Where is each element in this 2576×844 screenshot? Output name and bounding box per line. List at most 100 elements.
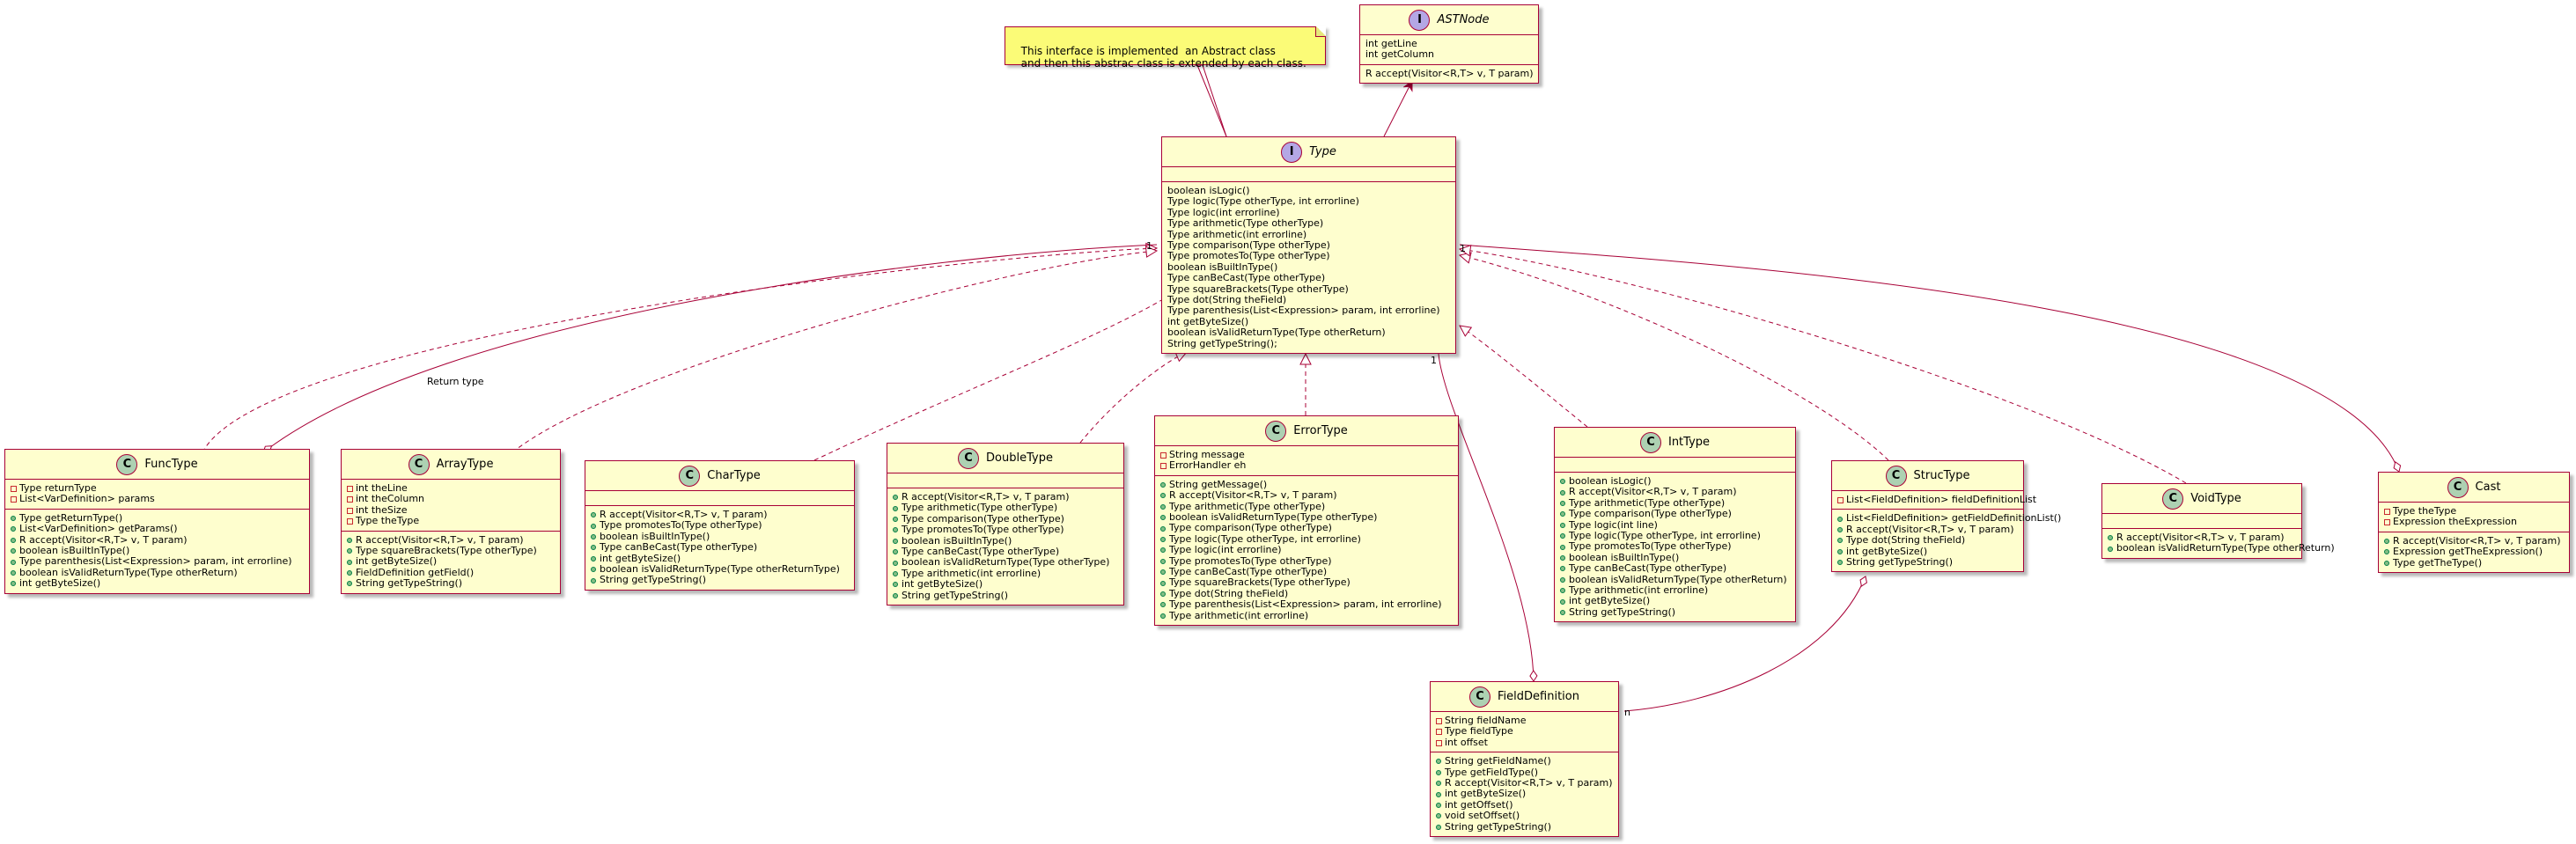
member-text: Expression getTheExpression() [2393, 546, 2543, 558]
member-text: Type arithmetic(Type otherType) [1167, 217, 1324, 230]
class-methods: List<FieldDefinition> getFieldDefinition… [1832, 510, 2061, 571]
class-method: boolean isBuiltInType() [11, 545, 304, 556]
public-visibility-icon [1160, 581, 1169, 586]
member-text: boolean isBuiltInType() [1167, 261, 1278, 273]
public-visibility-icon [347, 581, 356, 586]
public-visibility-icon [1560, 511, 1569, 517]
class-method: boolean isValidReturnType(Type otherRetu… [591, 563, 849, 575]
multiplicity-cast: 1 [1460, 243, 1466, 254]
class-methods: String getMessage()R accept(Visitor<R,T>… [1155, 476, 1458, 625]
class-method: Type comparison(Type otherType) [1167, 239, 1450, 251]
class-field: int theColumn [347, 493, 555, 504]
class-method: R accept(Visitor<R,T> v, T param) [1837, 524, 2018, 535]
class-badge-icon: C [1639, 431, 1661, 453]
class-fields [2102, 514, 2301, 529]
member-text: Type comparison(Type otherType) [1569, 508, 1732, 520]
class-method: int getByteSize() [893, 578, 1118, 590]
member-text: int getByteSize() [19, 577, 101, 590]
member-text: Type returnType [19, 482, 97, 494]
class-method: Type logic(Type otherType, int errorline… [1167, 195, 1450, 208]
fielddefinition-type-link [1438, 353, 1538, 682]
interface-badge-icon: I [1409, 9, 1431, 31]
class-fields: List<FieldDefinition> fieldDefinitionLis… [1832, 491, 2036, 510]
member-text: String getTypeString(); [1167, 337, 1277, 349]
class-method: boolean isLogic() [1167, 185, 1450, 196]
class-method: Type comparison(Type otherType) [893, 512, 1118, 525]
class-method: Type logic(int errorline) [1167, 206, 1450, 218]
public-visibility-icon [1560, 555, 1569, 561]
return-type-label: Return type [427, 376, 484, 387]
public-visibility-icon [893, 549, 902, 554]
class-method: Type dot(String theField) [1837, 534, 2018, 546]
member-text: R accept(Visitor<R,T> v, T param) [1169, 489, 1337, 502]
member-text: boolean isBuiltInType() [1569, 551, 1680, 563]
class-method: int getByteSize() [11, 577, 304, 590]
public-visibility-icon [893, 593, 902, 598]
class-method: R accept(Visitor<R,T> v, T param) [1365, 68, 1534, 79]
public-visibility-icon [1560, 479, 1569, 484]
member-text: Type logic(Type otherType, int errorline… [1167, 195, 1359, 208]
private-visibility-icon [1436, 718, 1445, 724]
class-method: Type logic(Type otherType, int errorline… [1560, 530, 1790, 541]
class-field: Type fieldType [1436, 725, 1613, 737]
public-visibility-icon [1436, 759, 1445, 764]
class-method: boolean isValidReturnType(Type otherType… [893, 557, 1118, 569]
member-text: int getByteSize() [1846, 545, 1928, 557]
class-method: boolean isValidReturnType(Type otherRetu… [1560, 574, 1790, 585]
multiplicity-fieldtype: 1 [1431, 355, 1437, 366]
public-visibility-icon [893, 571, 902, 576]
public-visibility-icon [1837, 549, 1846, 554]
class-method: String getMessage() [1160, 478, 1453, 490]
class-field: String message [1160, 449, 1453, 460]
class-method: boolean isValidReturnType(Type otherRetu… [1167, 327, 1450, 338]
member-text: String getMessage() [1169, 478, 1268, 490]
member-text: Type logic(int errorline) [1167, 206, 1280, 218]
class-method: int getByteSize() [347, 556, 555, 568]
private-visibility-icon [11, 496, 19, 503]
class-method: String getTypeString() [347, 577, 555, 589]
member-text: Type theType [2393, 505, 2457, 517]
public-visibility-icon [1160, 591, 1169, 597]
class-method: boolean isBuiltInType() [1167, 261, 1450, 273]
member-text: FieldDefinition getField() [356, 566, 475, 578]
class-method: Type comparison(Type otherType) [1560, 508, 1790, 520]
public-visibility-icon [1436, 770, 1445, 775]
arraytype-implements-type [512, 251, 1157, 453]
member-text: Type arithmetic(int errorline) [902, 567, 1041, 579]
member-text: boolean isValidReturnType(Type otherRetu… [2116, 542, 2335, 554]
class-method: Type promotesTo(Type otherType) [1560, 541, 1790, 553]
class-method: Type arithmetic(int errorline) [893, 567, 1118, 579]
member-text: Type canBeCast(Type otherType) [902, 546, 1060, 558]
public-visibility-icon [1560, 523, 1569, 528]
member-text: boolean isLogic() [1569, 475, 1652, 487]
class-method: boolean isBuiltInType() [591, 531, 849, 542]
public-visibility-icon [591, 556, 600, 561]
private-visibility-icon [347, 518, 356, 525]
public-visibility-icon [11, 570, 19, 576]
member-text: Type promotesTo(Type otherType) [1167, 250, 1330, 262]
member-text: Type comparison(Type otherType) [902, 512, 1064, 525]
public-visibility-icon [591, 545, 600, 550]
member-text: boolean isValidReturnType(Type otherRetu… [1167, 327, 1386, 339]
member-text: Type arithmetic(Type otherType) [1169, 500, 1326, 512]
member-text: int getByteSize() [1445, 788, 1527, 800]
class-method: boolean isValidReturnType(Type otherRetu… [11, 567, 304, 578]
class-method: Type parenthesis(List<Expression> param,… [11, 556, 304, 568]
